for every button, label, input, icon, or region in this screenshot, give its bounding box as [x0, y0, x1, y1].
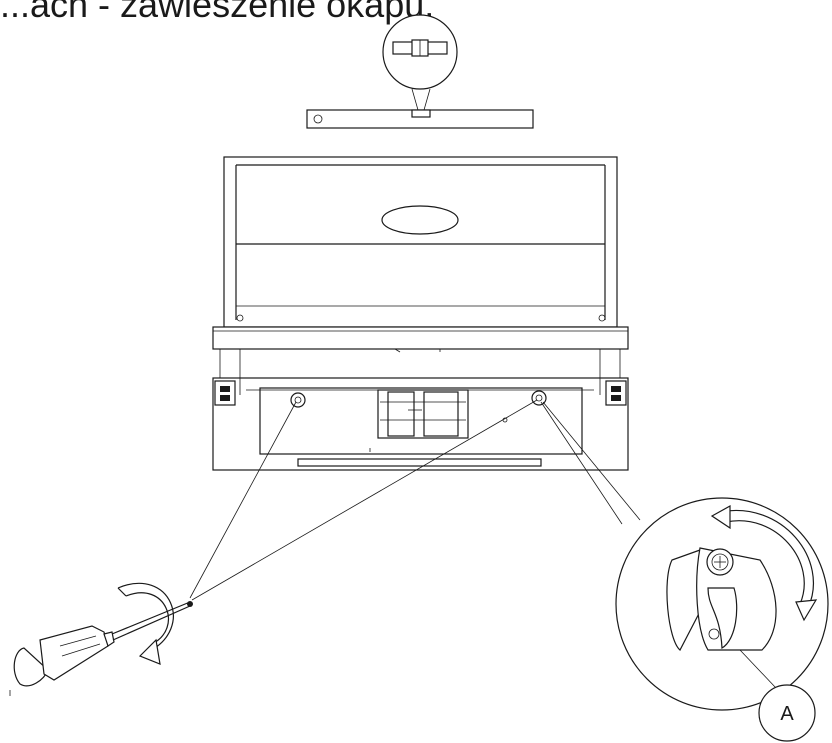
hood-bottom-slot — [297, 458, 542, 467]
detail-leader-bottom — [540, 401, 623, 525]
callout-a-circle — [758, 684, 816, 742]
callout-a: A — [739, 649, 816, 742]
hood-logo-oval — [381, 205, 459, 235]
detail-rotation-arrow — [719, 509, 814, 609]
callout-a-leader — [739, 649, 777, 689]
magnified-detail — [615, 497, 829, 711]
cooker-hood — [212, 156, 629, 471]
left-adjust-screw — [290, 392, 306, 408]
leader-line-left-screw — [189, 401, 297, 599]
spirit-level — [306, 14, 534, 129]
callout-a-label: A — [780, 703, 794, 725]
screwdriver-shaft — [111, 601, 191, 635]
screwdriver-handle — [39, 625, 109, 681]
detail-bracket-side — [666, 549, 707, 651]
hood-motor-block — [369, 389, 508, 452]
rotation-arrow — [117, 582, 174, 653]
hood-upper-housing — [223, 156, 618, 328]
right-adjust-screw — [531, 390, 547, 406]
screwdriver — [13, 582, 193, 687]
right-clamp — [605, 380, 627, 406]
left-clamp — [214, 380, 236, 406]
leader-line-right-screw — [191, 399, 538, 601]
page-heading: ...ach - zawieszenie okapu. — [0, 0, 435, 25]
level-bubble-vial — [411, 109, 431, 118]
level-end-vial — [313, 114, 323, 124]
detail-leader-top — [542, 401, 641, 521]
detail-keyhole-slot — [707, 587, 738, 650]
hood-front-panel — [212, 326, 629, 350]
screwdriver-handle-end — [13, 647, 49, 687]
